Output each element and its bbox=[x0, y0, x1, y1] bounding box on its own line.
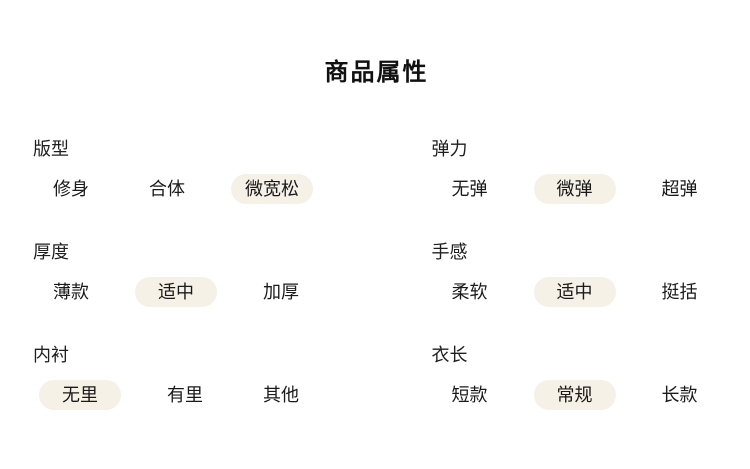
attribute-option[interactable]: 短款 bbox=[438, 380, 502, 410]
attribute-group: 弹力无弹 微弹 超弹 bbox=[432, 139, 721, 204]
attribute-options: 柔软 适中 挺括 bbox=[438, 277, 721, 307]
attribute-option[interactable]: 适中 bbox=[533, 277, 616, 307]
attribute-group: 衣长短款 常规 长款 bbox=[432, 345, 721, 410]
attribute-option[interactable]: 常规 bbox=[533, 380, 616, 410]
attribute-options: 短款 常规 长款 bbox=[438, 380, 721, 410]
attribute-option[interactable]: 柔软 bbox=[438, 277, 502, 307]
attribute-option[interactable]: 有里 bbox=[153, 380, 217, 410]
attribute-group: 内衬无里 有里 其他 bbox=[33, 345, 322, 410]
attribute-group-label: 弹力 bbox=[431, 139, 468, 159]
attribute-options: 修身 合体 微宽松 bbox=[39, 174, 322, 204]
attribute-option[interactable]: 修身 bbox=[39, 174, 103, 204]
attribute-group: 版型修身 合体 微宽松 bbox=[33, 139, 322, 204]
attribute-options: 薄款 适中 加厚 bbox=[39, 277, 322, 307]
attribute-option[interactable]: 加厚 bbox=[249, 277, 313, 307]
attribute-option[interactable]: 适中 bbox=[135, 277, 217, 307]
attribute-group-label: 厚度 bbox=[33, 242, 69, 262]
attribute-group: 厚度薄款 适中 加厚 bbox=[33, 242, 322, 307]
attribute-groups: 版型修身 合体 微宽松 弹力无弹 微弹 超弹厚度薄款 适中 加厚 手感柔软 适中 挺括内衬无里 有里 其… bbox=[33, 139, 720, 410]
attribute-group: 手感柔软 适中 挺括 bbox=[432, 242, 721, 307]
attribute-group-label: 手感 bbox=[431, 242, 468, 262]
attribute-options: 无里 有里 其他 bbox=[39, 380, 322, 410]
attribute-option[interactable]: 薄款 bbox=[39, 277, 103, 307]
attribute-group-label: 衣长 bbox=[431, 345, 468, 365]
attribute-option[interactable]: 微弹 bbox=[533, 174, 616, 204]
attribute-group-label: 版型 bbox=[33, 139, 69, 159]
attribute-option[interactable]: 挺括 bbox=[648, 277, 712, 307]
page-title: 商品属性 bbox=[324, 59, 429, 86]
attribute-options: 无弹 微弹 超弹 bbox=[438, 174, 721, 204]
attribute-group-label: 内衬 bbox=[33, 345, 69, 365]
attribute-option[interactable]: 无弹 bbox=[438, 174, 502, 204]
attribute-option[interactable]: 无里 bbox=[39, 380, 121, 410]
attribute-option[interactable]: 长款 bbox=[648, 380, 712, 410]
attribute-option[interactable]: 超弹 bbox=[648, 174, 712, 204]
attribute-option[interactable]: 微宽松 bbox=[231, 174, 313, 204]
attribute-option[interactable]: 合体 bbox=[135, 174, 199, 204]
attribute-option[interactable]: 其他 bbox=[249, 380, 313, 410]
